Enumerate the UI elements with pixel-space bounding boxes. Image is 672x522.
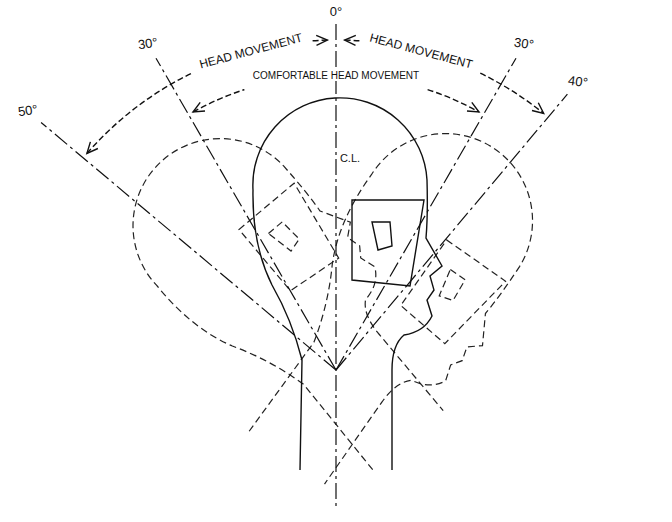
movement-label: HEAD MOVEMENT	[196, 31, 306, 72]
angle-label: 30°	[511, 36, 536, 53]
movement-arcs	[87, 35, 544, 153]
movement-arc	[428, 90, 479, 112]
angle-label: 30°	[135, 36, 160, 53]
angle-ray	[336, 94, 567, 370]
head-upright	[253, 98, 442, 470]
arrow-head	[87, 142, 98, 154]
angle-label: 40°	[565, 73, 590, 90]
movement-label: COMFORTABLE HEAD MOVEMENT	[251, 70, 421, 81]
angle-label: 50°	[15, 103, 40, 120]
centerline-label: C.L.	[338, 152, 362, 164]
arrow-head	[532, 103, 544, 114]
angle-ray	[41, 123, 336, 371]
movement-arc	[193, 90, 244, 112]
center-line	[335, 24, 336, 510]
movement-arc	[480, 73, 543, 113]
head-tilted-forward	[211, 99, 579, 512]
angle-rays	[41, 58, 567, 370]
head-tilted-back	[97, 93, 481, 500]
arrow-head	[316, 35, 327, 45]
angle-label: 0°	[328, 5, 344, 19]
arrow-head	[193, 102, 205, 112]
arrow-head	[467, 102, 479, 112]
angle-ray	[156, 58, 336, 370]
movement-label: HEAD MOVEMENT	[367, 31, 477, 72]
movement-arc	[87, 73, 192, 153]
arrow-head	[345, 35, 356, 45]
angle-ray	[336, 58, 516, 370]
